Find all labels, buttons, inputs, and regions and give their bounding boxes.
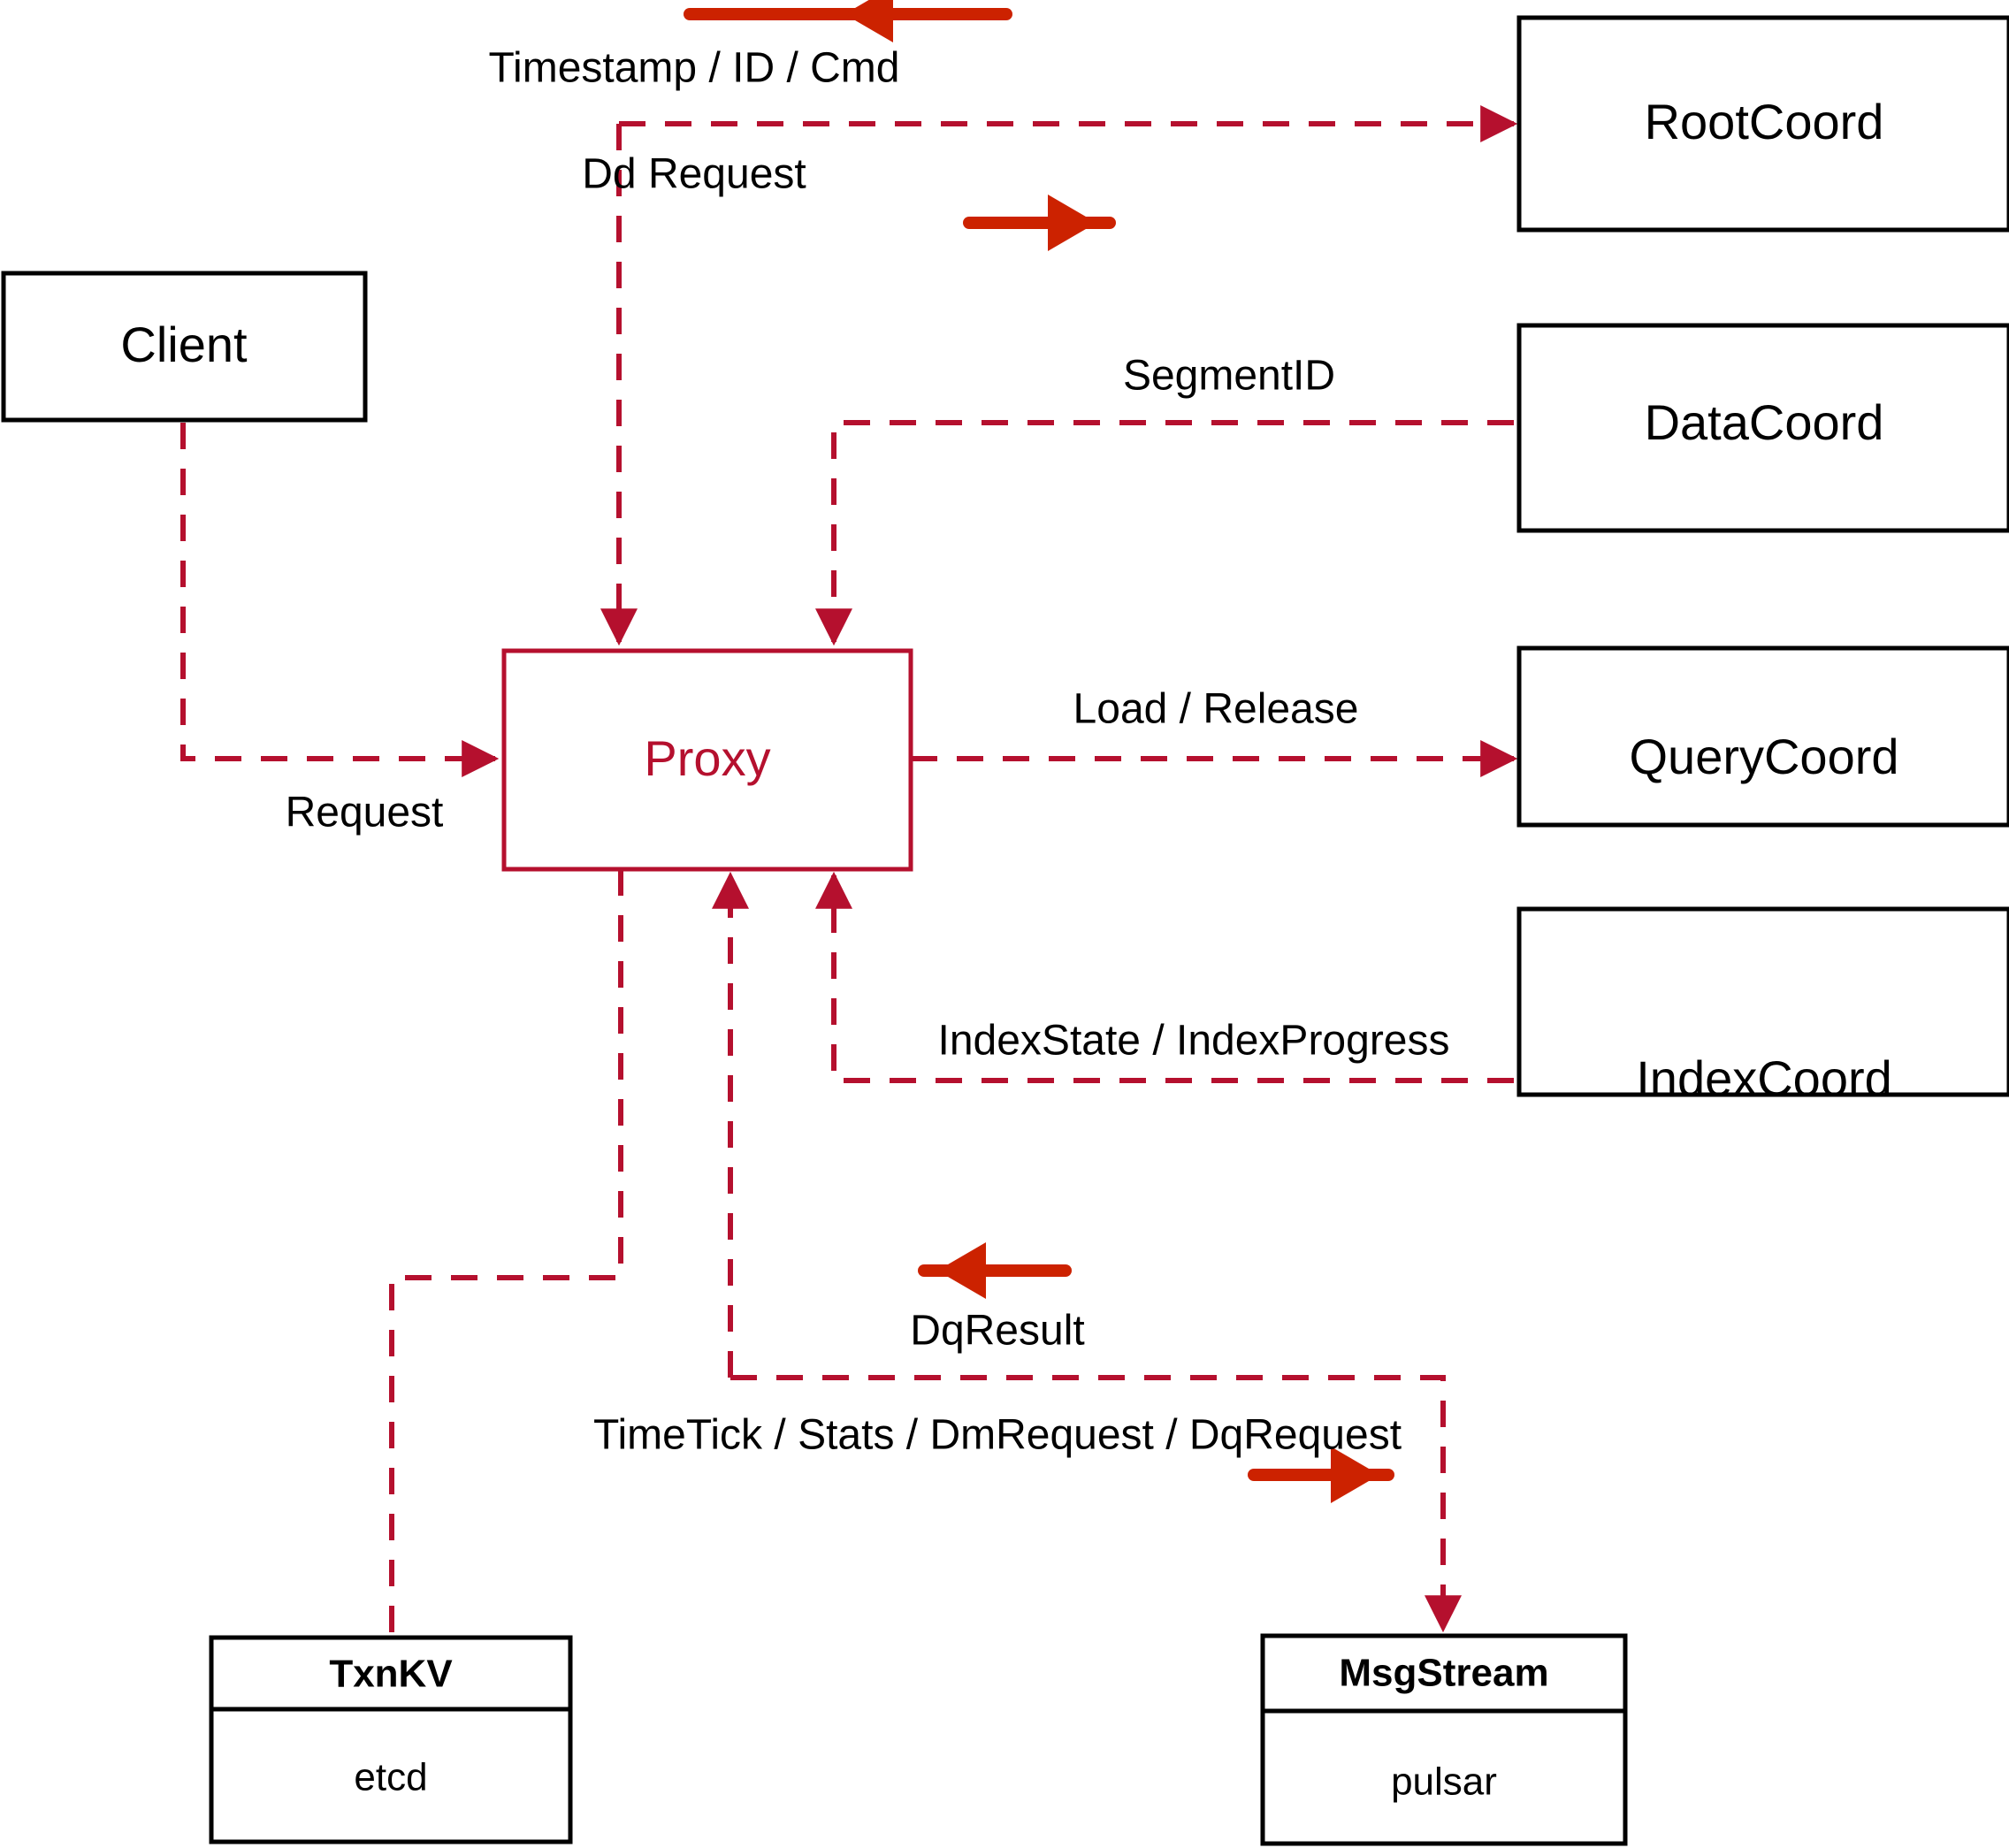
node-querycoord-label: QueryCoord [1629, 729, 1898, 784]
node-msgstream-label: MsgStream [1339, 1652, 1548, 1695]
edge-label-load-release: Load / Release [1073, 686, 1359, 733]
edge-label-index-state: IndexState / IndexProgress [938, 1018, 1450, 1065]
edge-label-layer: Timestamp / ID / Cmd Dd Request SegmentI… [286, 45, 1450, 1459]
flow-arrow-right-timetick [1248, 1447, 1394, 1503]
edge-label-timestamp-id-cmd: Timestamp / ID / Cmd [489, 45, 900, 92]
node-layer: Client Proxy RootCoord DataCoord QueryCo… [1, 15, 2009, 1846]
node-txnkv-sublabel: etcd [354, 1756, 427, 1799]
node-txnkv-label: TxnKV [329, 1653, 453, 1696]
edge-txnkv-path [389, 869, 623, 1638]
node-txnkv[interactable]: TxnKV etcd [209, 1635, 573, 1844]
node-proxy-label: Proxy [644, 730, 770, 786]
edge-segment-id-path [815, 420, 1514, 646]
node-proxy[interactable]: Proxy [501, 648, 913, 872]
node-datacoord-label: DataCoord [1645, 394, 1884, 450]
flow-arrow-right-dd-request [963, 195, 1116, 251]
edge-label-dd-request: Dd Request [582, 151, 806, 198]
node-rootcoord-label: RootCoord [1645, 94, 1884, 149]
node-indexcoord-label: IndexCoord [1636, 1050, 1892, 1106]
node-client-label: Client [120, 317, 248, 372]
flow-arrow-left-timestamp [684, 0, 1012, 42]
node-indexcoord[interactable]: IndexCoord [1516, 906, 2009, 1106]
node-client[interactable]: Client [1, 271, 368, 423]
edge-label-segment-id: SegmentID [1123, 353, 1335, 400]
edge-label-timetick-stats: TimeTick / Stats / DmRequest / DqRequest [593, 1412, 1402, 1459]
edge-label-dq-result: DqResult [910, 1308, 1084, 1355]
flow-arrow-left-dq-result [918, 1242, 1072, 1299]
edge-timetick-stats-path [730, 1375, 1462, 1633]
node-datacoord[interactable]: DataCoord [1516, 323, 2009, 533]
edge-request-path [180, 423, 500, 777]
edge-label-request: Request [286, 790, 444, 836]
node-msgstream[interactable]: MsgStream pulsar [1260, 1633, 1628, 1846]
edge-layer [180, 105, 1518, 1638]
node-querycoord[interactable]: QueryCoord [1516, 645, 2009, 828]
node-rootcoord[interactable]: RootCoord [1516, 15, 2009, 233]
node-msgstream-sublabel: pulsar [1391, 1760, 1497, 1804]
flow-arrow-layer [684, 0, 1394, 1503]
